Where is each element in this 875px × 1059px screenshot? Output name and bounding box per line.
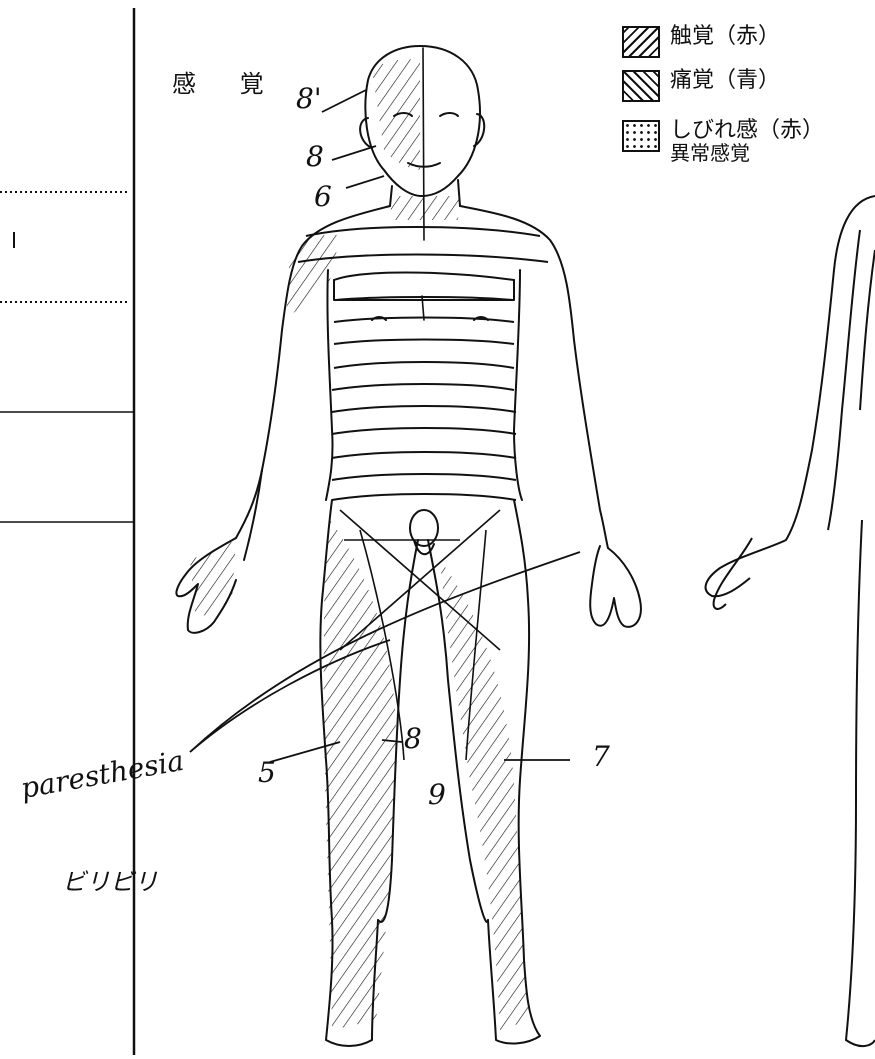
legend-item-numbness: しびれ感（赤） 異常感覚: [622, 120, 824, 164]
legend-label-numbness-sub: 異常感覚: [670, 142, 824, 164]
form-lines: [0, 8, 134, 1055]
legend-label-pain: 痛覚（青）: [670, 70, 780, 92]
annotation-calf-right: 7: [592, 740, 610, 773]
annotation-thigh-left: 8: [404, 722, 422, 755]
handwriting-biribiri: ビリビリ: [62, 862, 158, 897]
legend-item-pain: 痛覚（青）: [622, 70, 780, 102]
legend-label-numbness-main: しびれ感（赤）: [670, 118, 824, 143]
back-body-partial: [706, 196, 875, 1046]
annotation-face: 8: [306, 140, 324, 173]
hatch-forward-swatch: [622, 26, 660, 58]
dots-swatch: [622, 120, 660, 152]
annotation-head-top: 8': [296, 82, 322, 115]
annotation-neck: 6: [314, 180, 332, 213]
annotation-calf-left-inner: 9: [428, 778, 446, 811]
right-hand: [590, 546, 641, 627]
legend-label-touch: 触覚（赤）: [670, 26, 780, 48]
torso-bands: [298, 227, 548, 500]
legend-item-touch: 触覚（赤）: [622, 26, 780, 58]
legend-label-numbness: しびれ感（赤） 異常感覚: [670, 120, 824, 164]
page-title: 感 覚: [172, 72, 282, 96]
annotation-calf-left-outer: 5: [258, 756, 276, 789]
hatch-back-swatch: [622, 70, 660, 102]
hatched-regions: [190, 59, 530, 1030]
